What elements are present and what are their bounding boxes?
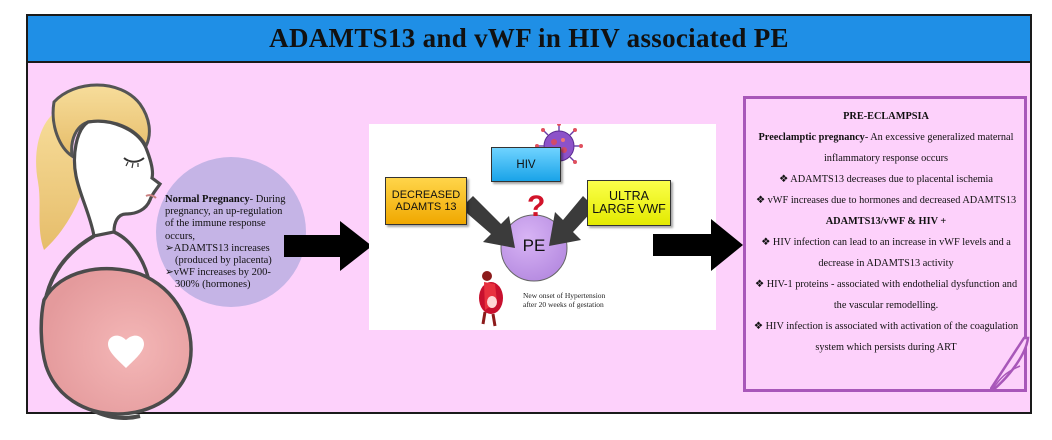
pe-factors-panel: ? <box>369 124 716 330</box>
pre-eclampsia-text: PRE-ECLAMPSIA Preeclamptic pregnancy- An… <box>751 106 1021 358</box>
hypertension-note: New onset of Hypertension after 20 weeks… <box>523 291 673 309</box>
normal-pregnancy-circle <box>156 157 306 307</box>
ultra-line2: LARGE VWF <box>592 202 666 216</box>
arrow-right-icon <box>284 221 372 271</box>
page-curl-icon <box>990 336 1030 392</box>
normal-bullet-vwf-sub: 300% (hormones) <box>175 279 251 291</box>
preeclamptic-intro-rest: - An excessive generalized maternal infl… <box>823 132 1014 164</box>
hypertension-note-line1: New onset of Hypertension <box>523 291 606 300</box>
preeclamptic-intro: Preeclamptic pregnancy- An excessive gen… <box>751 127 1021 169</box>
normal-bullet-adamts13-sub: (produced by placenta) <box>175 255 272 267</box>
normal-pregnancy-text: Normal Pregnancy- During pregnancy, an u… <box>165 194 293 292</box>
normal-bullet-vwf: ➢vWF increases by 200- <box>165 267 271 279</box>
hiv-bullet-coagulation: ❖ HIV infection is associated with activ… <box>753 321 1019 353</box>
normal-bullet-adamts13: ➢ADAMTS13 increases <box>165 242 270 254</box>
normal-pregnancy-heading: Normal Pregnancy <box>165 194 250 205</box>
decreased-line2: ADAMTS 13 <box>395 201 457 213</box>
pe-bullet-vwf: ❖ vWF increases due to hormones and decr… <box>755 195 1017 206</box>
pregnant-woman-icon <box>36 83 193 420</box>
pe-factors-graphic: ? <box>461 124 595 327</box>
hiv-label: HIV <box>516 158 536 171</box>
hiv-bullet-vwf-levels: ❖ HIV infection can lead to an increase … <box>761 237 1011 269</box>
pre-eclampsia-box <box>743 96 1027 392</box>
hiv-subtitle: ADAMTS13/vWF & HIV + <box>825 216 947 227</box>
pe-bullet-adamts13: ❖ ADAMTS13 decreases due to placental is… <box>779 174 993 185</box>
hiv-box: HIV <box>491 147 561 182</box>
hiv-bullet-proteins: ❖ HIV-1 proteins - associated with endot… <box>754 279 1018 311</box>
ultra-line1: ULTRA <box>608 189 650 203</box>
arrow-right-icon <box>653 219 743 271</box>
title-banner: ADAMTS13 and vWF in HIV associated PE <box>28 16 1030 63</box>
normal-pregnancy-intro: - During pregnancy, an up-regulation of … <box>165 194 286 242</box>
pe-label: PE <box>522 236 546 255</box>
diagram-title: ADAMTS13 and vWF in HIV associated PE <box>269 23 789 53</box>
decreased-line1: DECREASED <box>391 189 461 201</box>
preeclamptic-intro-bold: Preeclamptic pregnancy <box>758 132 865 143</box>
pre-eclampsia-title: PRE-ECLAMPSIA <box>843 111 929 122</box>
question-mark-glyph: ? <box>527 190 545 223</box>
hypertension-note-line2: after 20 weeks of gestation <box>523 300 604 309</box>
